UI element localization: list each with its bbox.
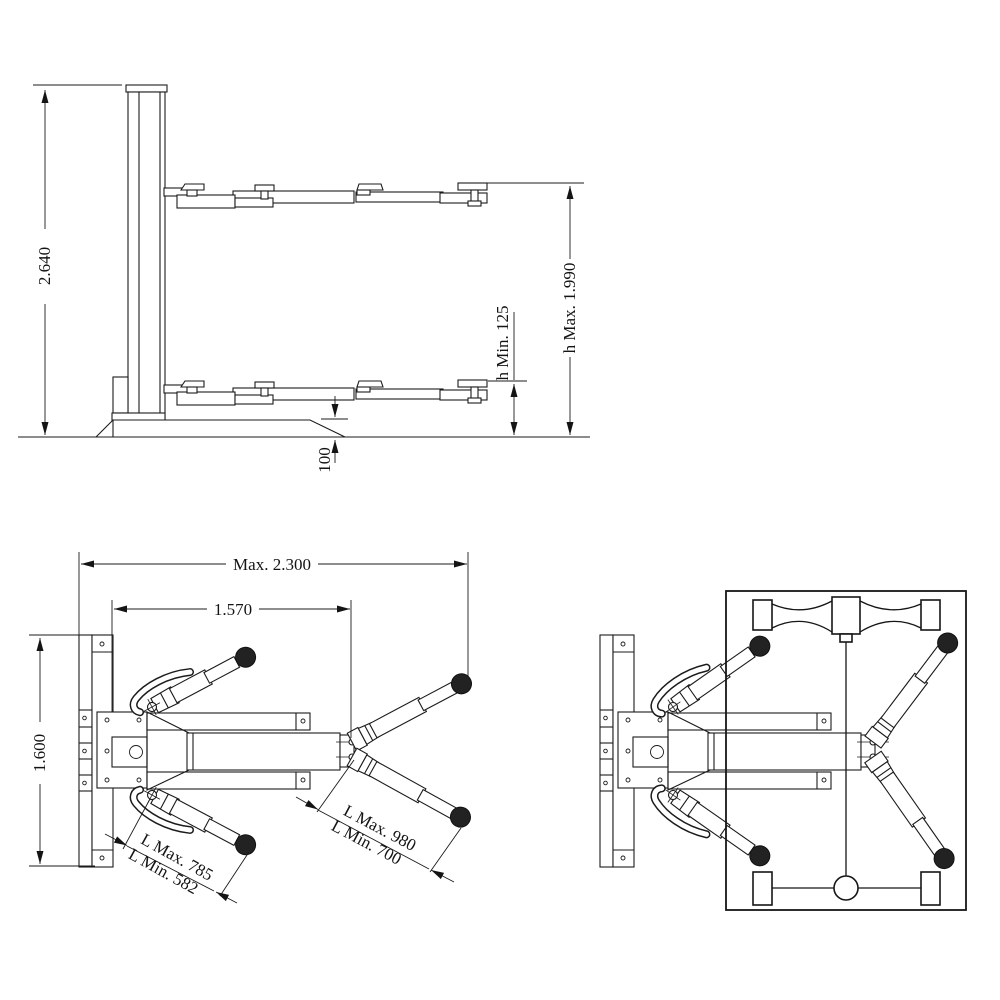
side-elevation-view: 2.640 h Max. 1.990 h Min. 125 100 [18, 84, 590, 473]
plan-view-dimensioned: Max. 2.300 1.570 1.600 L Max. 980 L Min.… [29, 552, 476, 904]
short-arm-lower-vehicle [649, 778, 774, 878]
dimension-max-overall-reach: Max. 2.300 [78, 552, 469, 676]
dimension-min-pad-height: h Min. 125 [488, 305, 527, 435]
differential-circle [833, 875, 859, 901]
front-axle-curve [771, 620, 833, 633]
base-height-label: 100 [315, 447, 334, 473]
front-axle-curve [859, 620, 922, 633]
max-lifting-height-label: h Max. 1.990 [560, 263, 579, 354]
rear-right-wheel [920, 871, 941, 906]
engine-box [831, 596, 861, 635]
swing-arms-raised [163, 182, 488, 209]
arm-spread-label: 1.570 [214, 600, 252, 619]
short-arm-upper-vehicle [649, 624, 774, 724]
lift-post [125, 84, 168, 422]
min-pad-height-label: h Min. 125 [493, 305, 512, 380]
front-axle-curve [771, 600, 833, 611]
base-cylinder-cover [112, 376, 129, 414]
front-left-wheel [752, 599, 773, 631]
post-top-cap [125, 84, 168, 93]
overall-height-label: 2.640 [35, 247, 54, 285]
max-overall-reach-label: Max. 2.300 [233, 555, 311, 574]
dimension-max-lifting-height: h Max. 1.990 [468, 182, 584, 435]
short-arm-upper [129, 635, 260, 723]
base-frame [94, 376, 346, 438]
gearbox-neck [839, 633, 853, 643]
plan-view-with-vehicle [599, 590, 967, 911]
base-plate-length-label: 1.600 [30, 734, 49, 772]
swing-arms-lowered [163, 379, 488, 406]
front-axle-curve [859, 600, 922, 611]
dimension-arm-spread: 1.570 [111, 600, 352, 738]
long-arm-upper-vehicle [864, 628, 963, 749]
rear-left-wheel [752, 871, 773, 906]
drive-over-base-plate [94, 419, 346, 438]
front-right-wheel [920, 599, 941, 631]
long-arm-upper [346, 669, 476, 752]
vehicle-chassis-outline [725, 590, 967, 911]
long-arm-lower-vehicle [864, 750, 959, 874]
dimension-overall-height: 2.640 [33, 84, 122, 435]
vehicle-body-outline [725, 590, 967, 911]
dimension-base-plate-length: 1.600 [29, 634, 95, 867]
dimension-base-height: 100 [315, 396, 348, 473]
